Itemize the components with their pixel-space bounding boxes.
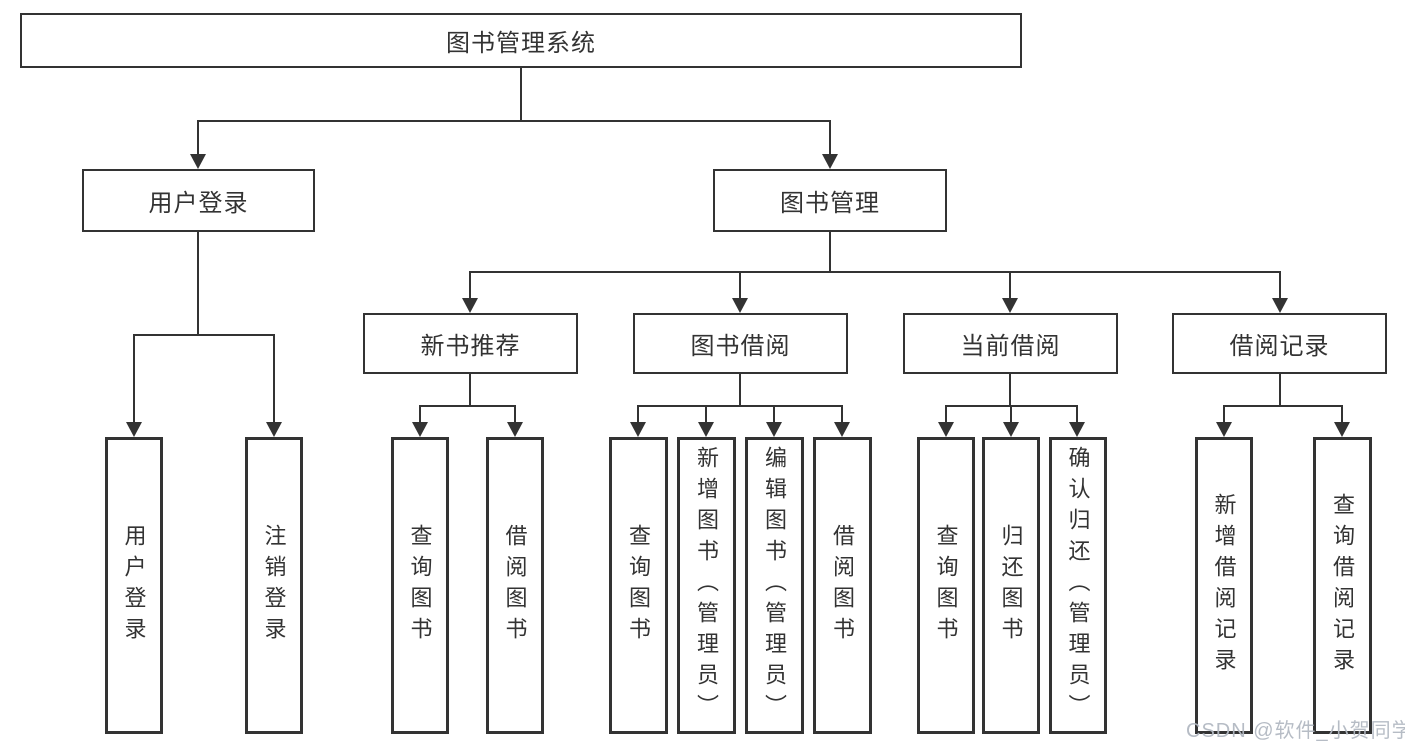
node-label: 图书管理系统	[446, 30, 596, 57]
connector-line	[1009, 374, 1011, 407]
connector-line	[419, 405, 421, 427]
arrow-down-icon	[834, 422, 850, 437]
arrow-down-icon	[1069, 422, 1085, 437]
leaf-add-book-admin: 新增图书（管理员）	[677, 437, 736, 734]
leaf-confirm-return-admin: 确认归还（管理员）	[1049, 437, 1107, 734]
connector-line	[1009, 271, 1011, 301]
arrow-down-icon	[732, 298, 748, 313]
connector-line	[273, 334, 275, 426]
leaf-return-book: 归还图书	[982, 437, 1040, 734]
leaf-label: 用户登录	[121, 523, 147, 648]
connector-line	[739, 374, 741, 407]
connector-line	[705, 405, 707, 427]
node-label: 用户登录	[148, 190, 249, 217]
leaf-query-books-borrowing: 查询图书	[609, 437, 668, 734]
node-library-management-system: 图书管理系统	[20, 13, 1022, 68]
arrow-down-icon	[462, 298, 478, 313]
connector-line	[841, 405, 843, 427]
node-book-management: 图书管理	[713, 169, 947, 232]
leaf-label: 借阅图书	[502, 523, 528, 648]
leaf-query-books-current: 查询图书	[917, 437, 975, 734]
leaf-query-books-recommend: 查询图书	[391, 437, 449, 734]
connector-line	[419, 405, 516, 407]
connector-line	[637, 405, 639, 427]
leaf-label: 查询图书	[933, 523, 959, 648]
leaf-borrow-books-recommend: 借阅图书	[486, 437, 544, 734]
node-new-book-recommend: 新书推荐	[363, 313, 578, 374]
connector-line	[1076, 405, 1078, 427]
arrow-down-icon	[1216, 422, 1232, 437]
leaf-logout: 注销登录	[245, 437, 303, 734]
leaf-borrow-books: 借阅图书	[813, 437, 872, 734]
connector-line	[197, 120, 831, 122]
arrow-down-icon	[1272, 298, 1288, 313]
leaf-label: 查询借阅记录	[1330, 492, 1356, 679]
connector-line	[469, 271, 1281, 273]
leaf-label: 归还图书	[998, 523, 1024, 648]
leaf-query-borrow-record: 查询借阅记录	[1313, 437, 1372, 734]
node-label: 借阅记录	[1229, 333, 1330, 360]
node-user-login: 用户登录	[82, 169, 315, 232]
node-borrowing-records: 借阅记录	[1172, 313, 1387, 374]
arrow-down-icon	[698, 422, 714, 437]
arrow-down-icon	[822, 154, 838, 169]
leaf-add-borrow-record: 新增借阅记录	[1195, 437, 1253, 734]
arrow-down-icon	[766, 422, 782, 437]
connector-line	[469, 271, 471, 301]
arrow-down-icon	[630, 422, 646, 437]
leaf-label: 查询图书	[407, 523, 433, 648]
connector-line	[514, 405, 516, 427]
connector-line	[1223, 405, 1343, 407]
connector-line	[773, 405, 775, 427]
leaf-label: 编辑图书（管理员）	[762, 446, 788, 725]
connector-line	[197, 120, 199, 158]
node-label: 图书管理	[780, 190, 880, 217]
leaf-label: 查询图书	[626, 523, 652, 648]
csdn-watermark: CSDN @软件_小贺同学	[1186, 720, 1405, 742]
connector-line	[739, 271, 741, 301]
connector-line	[133, 334, 135, 426]
connector-line	[829, 232, 831, 273]
arrow-down-icon	[1002, 298, 1018, 313]
connector-line	[197, 232, 199, 336]
arrow-down-icon	[1003, 422, 1019, 437]
arrow-down-icon	[938, 422, 954, 437]
node-label: 图书借阅	[690, 333, 791, 360]
connector-line	[1279, 374, 1281, 407]
arrow-down-icon	[126, 422, 142, 437]
node-label: 新书推荐	[420, 333, 521, 360]
connector-line	[945, 405, 947, 427]
arrow-down-icon	[507, 422, 523, 437]
connector-line	[637, 405, 843, 407]
node-label: 当前借阅	[960, 333, 1061, 360]
connector-line	[1279, 271, 1281, 301]
arrow-down-icon	[1334, 422, 1350, 437]
leaf-label: 新增借阅记录	[1211, 492, 1237, 679]
arrow-down-icon	[190, 154, 206, 169]
arrow-down-icon	[266, 422, 282, 437]
connector-line	[1223, 405, 1225, 427]
connector-line	[1341, 405, 1343, 427]
arrow-down-icon	[412, 422, 428, 437]
leaf-label: 借阅图书	[830, 523, 856, 648]
connector-line	[520, 68, 522, 121]
leaf-label: 确认归还（管理员）	[1065, 446, 1091, 725]
leaf-user-login: 用户登录	[105, 437, 163, 734]
connector-line	[829, 120, 831, 158]
node-current-borrowing: 当前借阅	[903, 313, 1118, 374]
connector-line	[133, 334, 275, 336]
leaf-label: 新增图书（管理员）	[694, 446, 720, 725]
leaf-edit-book-admin: 编辑图书（管理员）	[745, 437, 804, 734]
connector-line	[1010, 405, 1012, 427]
leaf-label: 注销登录	[261, 523, 287, 648]
node-book-borrowing: 图书借阅	[633, 313, 848, 374]
connector-line	[469, 374, 471, 407]
